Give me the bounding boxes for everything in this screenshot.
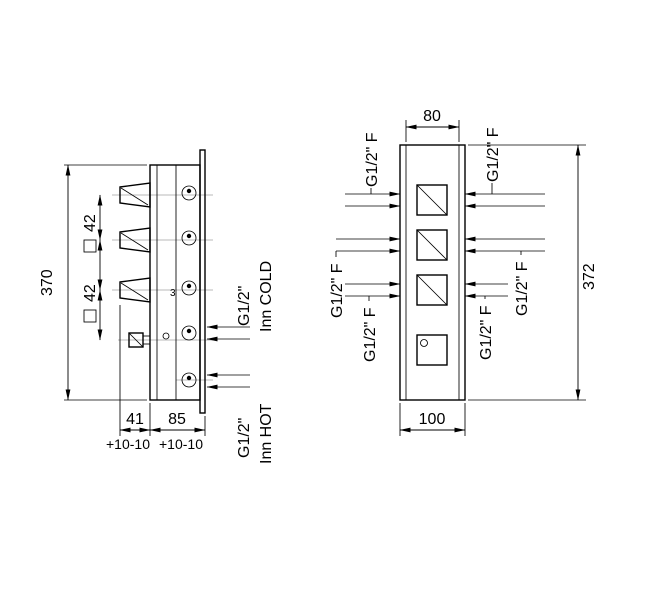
front-view: [336, 144, 545, 401]
dim-100-label: 100: [419, 411, 446, 428]
side-view-ports: [181, 185, 197, 388]
port-cold: [181, 325, 197, 341]
handle-knob: [119, 227, 151, 253]
port-top-right-label: G1/2" F: [485, 127, 502, 182]
spindle-diagonal: [416, 229, 448, 261]
diverter-knob: [128, 332, 144, 348]
dim-overall-height-front: 372: [468, 144, 598, 401]
dim-depths: 41 85 +10-10 +10-10: [106, 305, 206, 452]
port-hot: [181, 372, 197, 388]
cartridge-detail: [162, 332, 170, 340]
dim-42-lower-label: 42: [82, 284, 99, 302]
handle-knob: [119, 182, 151, 208]
dim-370-label: 370: [39, 269, 56, 296]
callout-cold-inlet: G1/2" Inn COLD: [206, 261, 275, 342]
port-center: [186, 375, 192, 381]
side-view: 3: [112, 149, 213, 414]
cold-inlet-label: Inn COLD: [258, 261, 275, 332]
port-top-left-label: G1/2" F: [364, 132, 381, 187]
thermostat-square: [416, 334, 448, 366]
port: [181, 230, 197, 246]
hot-thread-label: G1/2": [236, 418, 253, 458]
dim-handle-spacing: 42 42: [82, 194, 103, 341]
port-right-inner-label: G1/2" F: [478, 305, 495, 360]
side-view-handles: [119, 182, 170, 348]
body-mark: 3: [170, 288, 176, 299]
port-center: [186, 233, 192, 239]
dim-width-bottom: 100: [399, 403, 466, 436]
side-view-centerlines: [112, 194, 213, 381]
dim-85-tolerance: +10-10: [159, 436, 203, 452]
hot-inlet-label: Inn HOT: [258, 403, 275, 464]
port-center: [186, 283, 192, 289]
port-left-inner-label: G1/2" F: [362, 307, 379, 362]
spindle-diagonal: [416, 184, 448, 216]
wall-plate: [199, 149, 206, 414]
handle-knob: [119, 277, 151, 303]
dim-85-label: 85: [168, 411, 186, 428]
spindle-square: [416, 274, 448, 306]
dim-42-upper-label: 42: [82, 214, 99, 232]
mounting-plate: [399, 144, 466, 401]
dim-41-tolerance: +10-10: [106, 436, 150, 452]
port: [181, 280, 197, 296]
spindle-diagonal: [416, 274, 448, 306]
knob-facet-line: [128, 332, 144, 348]
valve-body: [149, 164, 201, 401]
port-right-outer-label: G1/2" F: [514, 261, 531, 316]
thermostat-pin: [420, 339, 428, 347]
cold-thread-label: G1/2": [236, 286, 253, 326]
callout-hot-inlet: G1/2" Inn HOT: [206, 372, 275, 464]
spindle-square: [416, 229, 448, 261]
square-section-symbol: [83, 239, 97, 253]
handle-facet-line: [120, 232, 149, 251]
port-callouts: G1/2" F G1/2" F G1/2" F G1/2" F G1/2" F …: [329, 127, 531, 362]
port-center: [186, 188, 192, 194]
square-section-symbol: [83, 309, 97, 323]
handle-facet-line: [120, 187, 149, 206]
pipe-stubs: [336, 191, 545, 299]
spindle-square: [416, 184, 448, 216]
dim-80-label: 80: [423, 108, 441, 125]
dim-41-label: 41: [126, 411, 144, 428]
port-left-outer-label: G1/2" F: [329, 263, 346, 318]
port: [181, 185, 197, 201]
front-view-spindles: [416, 184, 448, 366]
dim-372-label: 372: [581, 263, 598, 290]
dim-overall-height-side: 370: [39, 164, 147, 401]
handle-facet-line: [120, 282, 149, 301]
port-center: [186, 328, 192, 334]
dim-width-top: 80: [405, 108, 460, 142]
